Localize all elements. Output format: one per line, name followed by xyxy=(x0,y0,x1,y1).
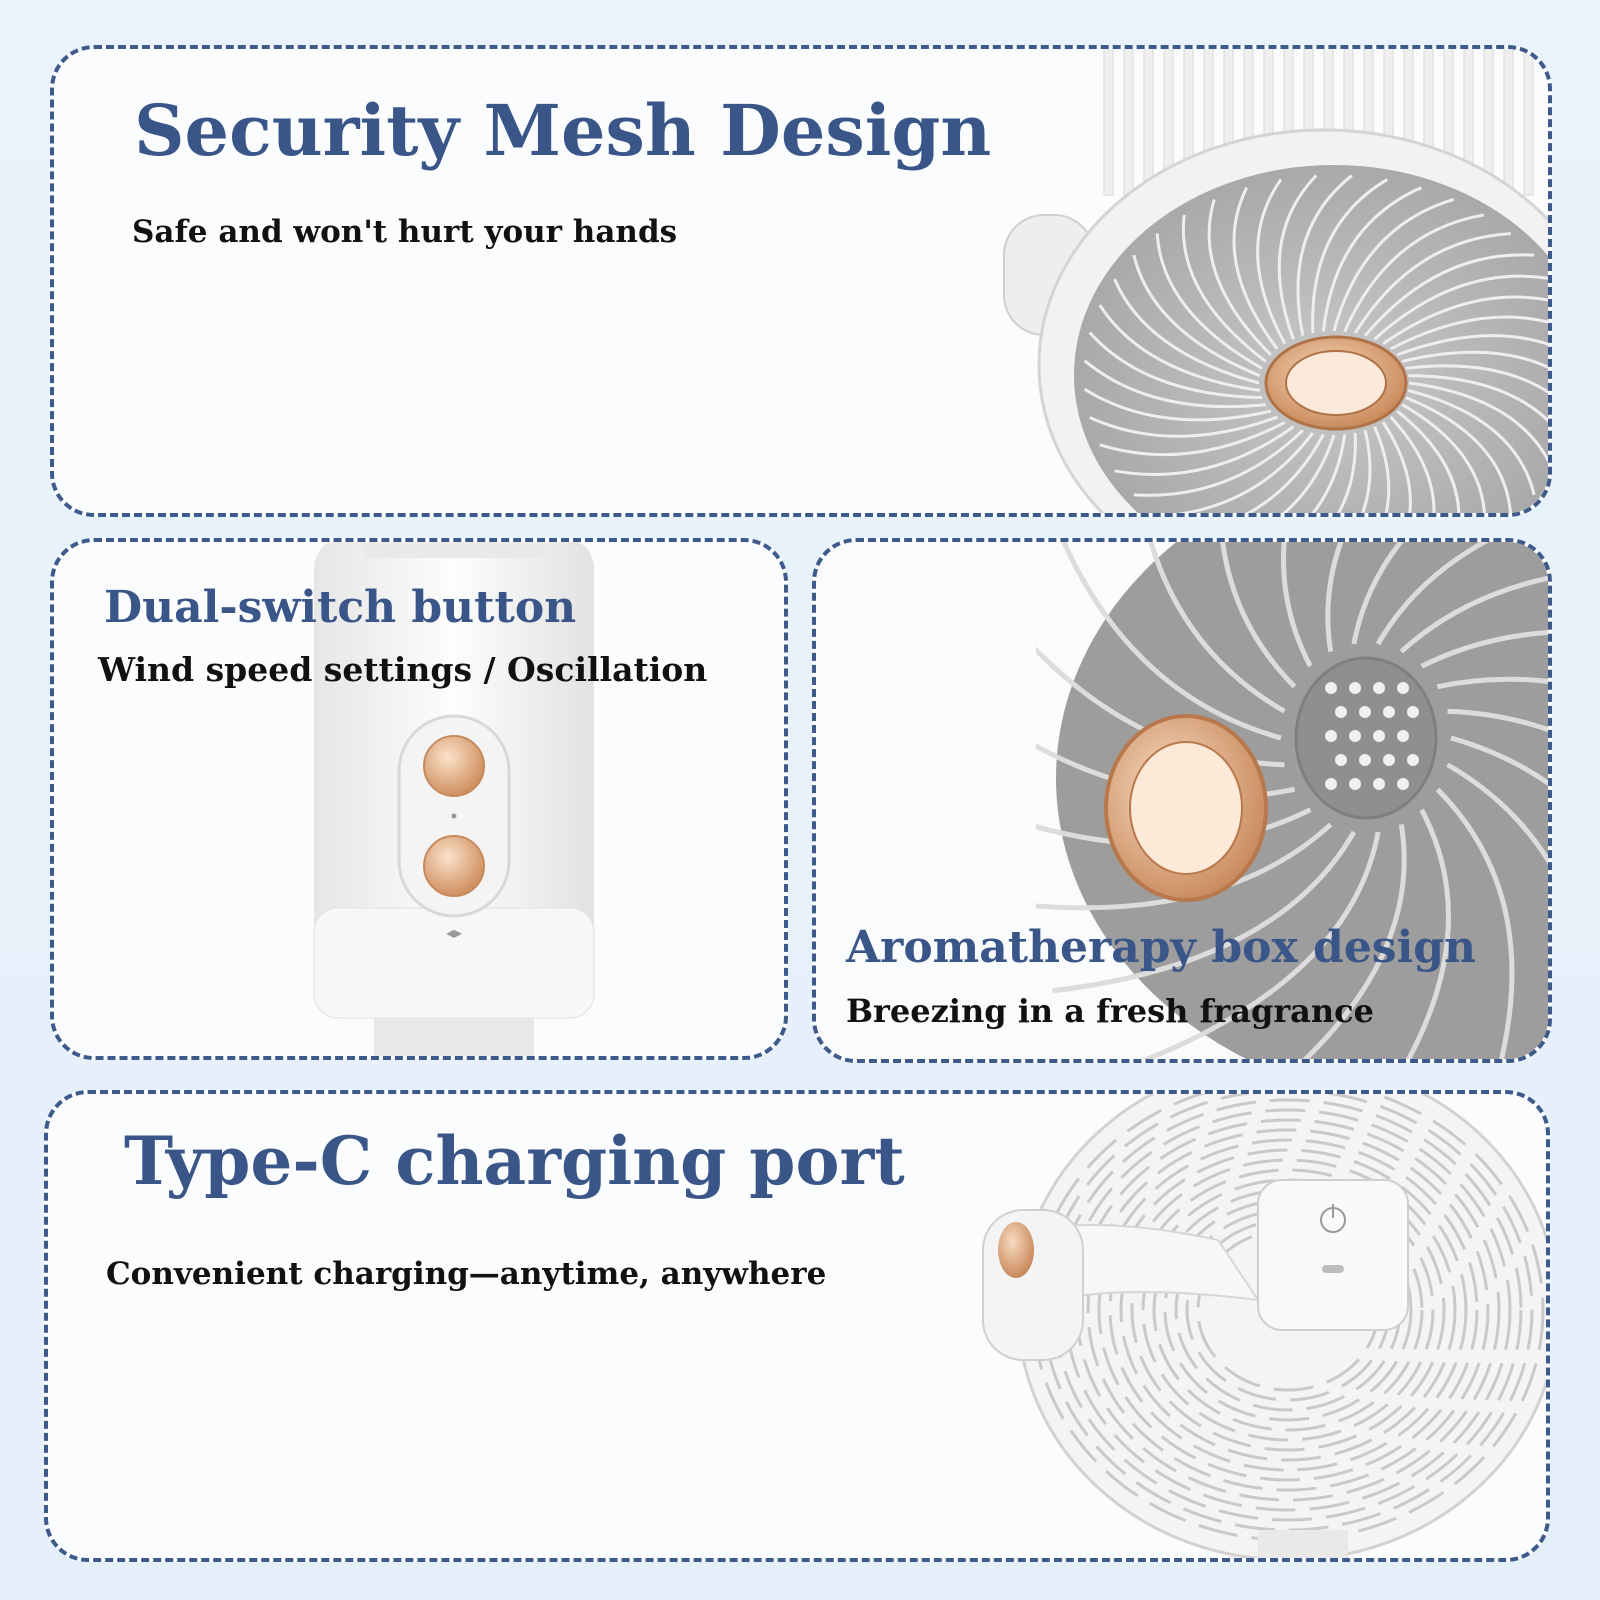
panel-dual-switch: Dual-switch button Wind speed settings /… xyxy=(50,538,788,1060)
panel-title: Dual-switch button xyxy=(104,582,577,633)
panel-type-c: Type-C charging port Convenient charging… xyxy=(44,1090,1550,1562)
aroma-box-illustration xyxy=(1036,542,1548,1059)
usb-c-port-icon xyxy=(1322,1265,1344,1273)
fan-grille-illustration xyxy=(1003,49,1548,513)
svg-text:◂▸: ◂▸ xyxy=(446,923,462,942)
panel-title: Aromatherapy box design xyxy=(846,922,1477,973)
power-icon xyxy=(1320,1204,1346,1233)
fan-back-illustration xyxy=(982,1094,1546,1558)
dual-button-handle-illustration: ◂▸ xyxy=(313,542,595,1056)
panel-security-mesh: Security Mesh Design Safe and won't hurt… xyxy=(50,45,1552,517)
panel-aromatherapy: Aromatherapy box design Breezing in a fr… xyxy=(812,538,1552,1063)
panel-subtitle: Breezing in a fresh fragrance xyxy=(846,992,1375,1030)
panel-subtitle: Safe and won't hurt your hands xyxy=(132,214,678,250)
panel-title: Type-C charging port xyxy=(124,1122,905,1200)
panel-title: Security Mesh Design xyxy=(134,89,992,172)
panel-subtitle: Wind speed settings / Oscillation xyxy=(98,650,708,689)
panel-subtitle: Convenient charging—anytime, anywhere xyxy=(106,1256,827,1292)
